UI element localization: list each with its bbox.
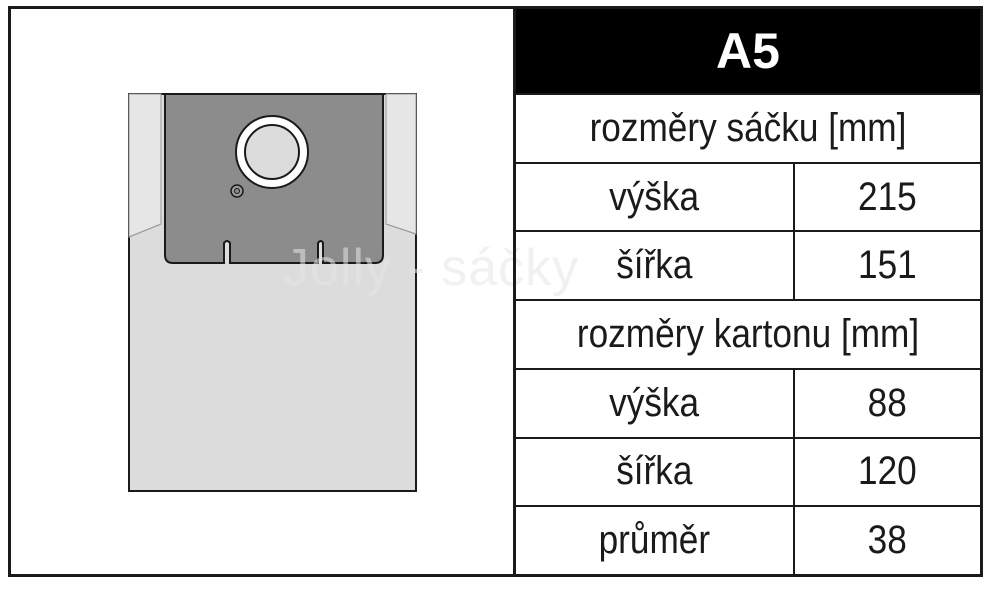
vacuum-bag-drawing <box>128 93 417 492</box>
spec-table: A5 rozměry sáčku [mm] výška 215 šířka 15… <box>516 9 980 575</box>
bag-illustration <box>11 9 513 574</box>
carton-width-label: šířka <box>616 449 693 494</box>
bag-fold-line-left <box>128 223 162 238</box>
carton-diameter-label: průměr <box>598 518 711 563</box>
bag-dimensions-heading: rozměry sáčku [mm] <box>589 105 907 150</box>
carton-height-row: výška 88 <box>516 367 980 437</box>
plate-hole-inner <box>234 188 240 194</box>
bag-fold-left <box>128 93 162 238</box>
bag-width-value: 151 <box>858 243 917 288</box>
carton-dimensions-heading-row: rozměry kartonu [mm] <box>516 299 980 368</box>
flange-ring-inner <box>244 124 300 180</box>
carton-height-label: výška <box>609 380 700 425</box>
carton-width-row: šířka 120 <box>516 436 980 506</box>
bag-height-label: výška <box>609 174 700 219</box>
carton-diameter-row: průměr 38 <box>516 505 980 575</box>
bag-width-row: šířka 151 <box>516 230 980 300</box>
bag-width-label: šířka <box>616 243 693 288</box>
bag-fold-right <box>385 93 417 235</box>
carton-width-value: 120 <box>858 449 917 494</box>
carton-height-value: 88 <box>867 380 908 425</box>
bag-fold-line-right <box>385 223 417 235</box>
carton-diameter-value: 38 <box>867 518 908 563</box>
bag-height-row: výška 215 <box>516 161 980 231</box>
bag-dimensions-heading-row: rozměry sáčku [mm] <box>516 93 980 162</box>
model-code: A5 <box>516 9 980 93</box>
column-divider <box>513 6 516 577</box>
bag-height-value: 215 <box>858 174 917 219</box>
carton-dimensions-heading: rozměry kartonu [mm] <box>576 312 920 357</box>
